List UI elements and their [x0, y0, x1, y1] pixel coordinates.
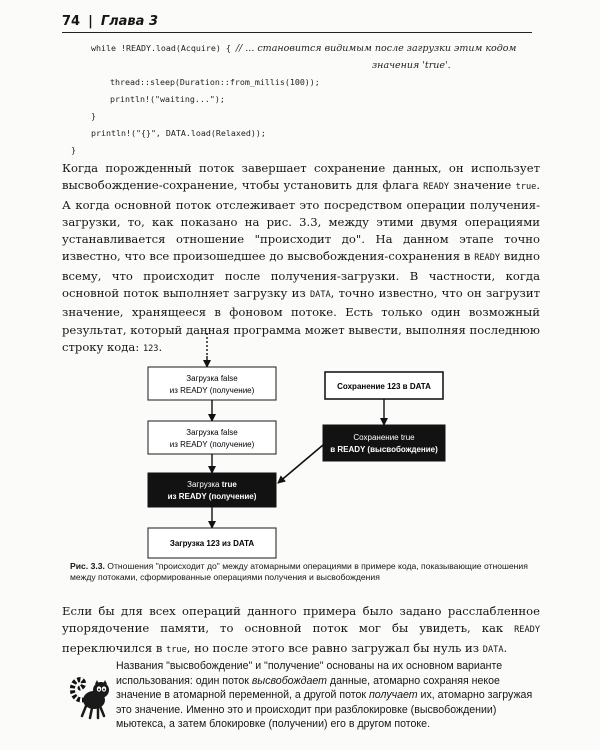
- load-true-box: [147, 472, 277, 508]
- inline-code: READY: [514, 625, 540, 636]
- page-number: 74: [62, 14, 81, 29]
- body-paragraph: Когда порожденный поток завершает сохран…: [62, 161, 540, 354]
- box-label: из READY (получение): [170, 386, 255, 395]
- chapter-title: Глава 3: [100, 14, 158, 29]
- inline-code: READY: [423, 182, 450, 193]
- code-line: }: [91, 111, 96, 121]
- inline-code: true: [166, 644, 187, 655]
- code-line: println!("{}", DATA.load(Relaxed));: [91, 128, 266, 138]
- load-data-box: [147, 527, 277, 559]
- emphasis: высвобождает: [251, 674, 327, 687]
- box-label: Загрузка false: [186, 374, 238, 383]
- inline-code: DATA: [482, 644, 504, 655]
- code-listing: while !READY.load(Acquire) { // ... стан…: [63, 40, 543, 159]
- box-label: в READY (высвобождение): [330, 445, 438, 454]
- inline-code: DATA: [309, 290, 331, 301]
- box-label: из READY (получение): [170, 440, 255, 449]
- inline-code: 123: [142, 343, 159, 354]
- emphasis: получает: [368, 689, 418, 702]
- inline-code: READY: [474, 253, 501, 264]
- box-label: из READY (получение): [168, 492, 257, 501]
- box-label: Загрузка 123 из DATA: [170, 539, 255, 548]
- load-false-box-1: [147, 366, 277, 401]
- figure-label: Рис. 3.3.: [70, 561, 105, 571]
- code-comment: // ... становится видимым после загрузки…: [235, 43, 517, 54]
- code-comment: значения 'true'.: [372, 60, 451, 71]
- code-line: thread::sleep(Duration::from_millis(100)…: [110, 77, 320, 87]
- happens-before-arrow: [277, 444, 324, 484]
- box-label: Сохранение 123 в DATA: [337, 382, 431, 391]
- body-paragraph: Если бы для всех операций данного пример…: [62, 604, 540, 655]
- code-line: while !READY.load(Acquire) { // ... стан…: [91, 43, 517, 54]
- margin-note: Названия "высвобождение" и "получение" о…: [116, 660, 533, 731]
- box-label: Сохранение true: [353, 433, 415, 442]
- box-label: Загрузка true: [187, 480, 237, 489]
- figure-caption: Рис. 3.3. Отношения "происходит до" межд…: [70, 561, 528, 582]
- box-label: Загрузка false: [186, 428, 238, 437]
- page-header: 74 | Глава 3: [62, 14, 532, 33]
- code-line: }: [71, 145, 76, 155]
- load-false-box-2: [147, 420, 277, 455]
- inline-code: true: [515, 182, 537, 193]
- store-true-box: [322, 424, 446, 462]
- lemur-icon: [68, 656, 118, 720]
- header-separator: |: [88, 14, 93, 29]
- code-line: println!("waiting...");: [110, 94, 225, 104]
